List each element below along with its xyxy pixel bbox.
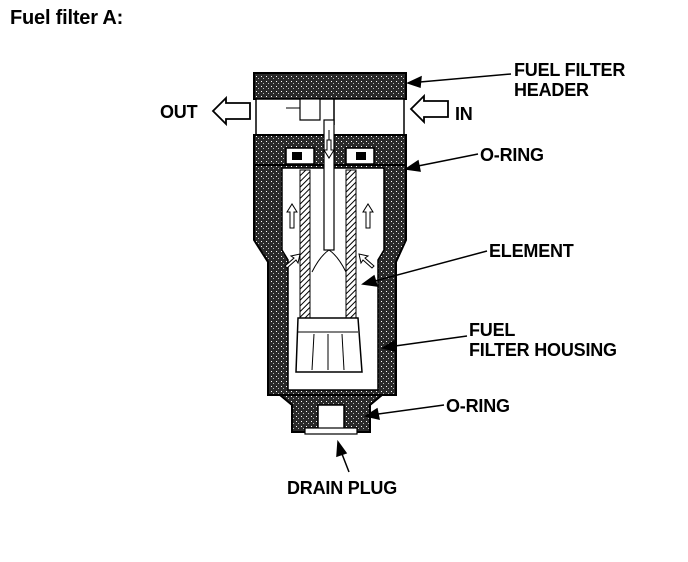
in-label: IN xyxy=(455,104,473,124)
fuel-filter-header xyxy=(253,72,407,136)
leader-lines xyxy=(336,73,512,473)
figure-title: Fuel filter A: xyxy=(10,7,124,29)
filter-element xyxy=(295,119,363,373)
housing-label-line2: FILTER HOUSING xyxy=(469,340,617,360)
header-label-line2: HEADER xyxy=(514,80,589,100)
in-arrow xyxy=(409,93,449,125)
out-arrow xyxy=(211,95,251,127)
out-label: OUT xyxy=(160,102,198,122)
internal-flow-arrows xyxy=(284,139,375,273)
oring-top-label: O-RING xyxy=(480,145,544,165)
drain-assembly xyxy=(277,394,385,435)
housing-label-line1: FUEL xyxy=(469,320,516,340)
drain-plug-label: DRAIN PLUG xyxy=(287,478,397,498)
top-oring-fittings xyxy=(285,147,375,165)
element-label: ELEMENT xyxy=(489,241,574,261)
oring-bottom-label: O-RING xyxy=(446,396,510,416)
header-label-line1: FUEL FILTER xyxy=(514,60,626,80)
